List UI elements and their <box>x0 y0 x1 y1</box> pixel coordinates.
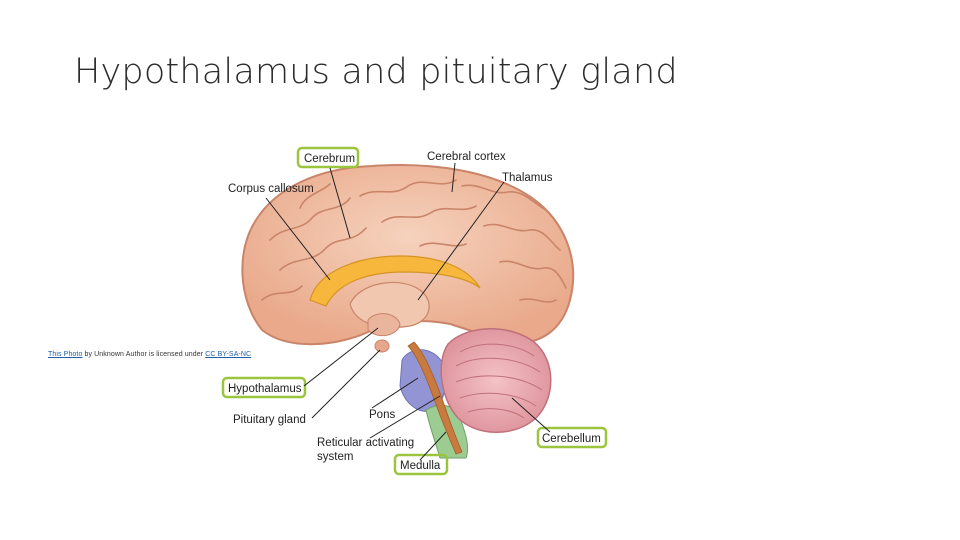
label-corpus-callosum: Corpus callosum <box>228 183 314 195</box>
label-reticular-line1: Reticular activating <box>317 437 414 449</box>
label-reticular-line2: system <box>317 451 353 463</box>
pituitary-shape <box>374 339 390 353</box>
label-pituitary-gland: Pituitary gland <box>233 414 306 426</box>
corpus-callosum-shape <box>309 255 481 307</box>
medulla-label-frame <box>393 453 449 476</box>
label-cerebral-cortex: Cerebral cortex <box>427 151 506 163</box>
credit-text: by Unknown Author is licensed under <box>82 351 206 358</box>
label-cerebrum: Cerebrum <box>304 153 355 165</box>
cerebellum-folia <box>455 343 543 419</box>
label-medulla: Medulla <box>400 460 441 472</box>
credit-photo-link[interactable]: This Photo <box>48 351 83 358</box>
label-hypothalamus: Hypothalamus <box>228 383 302 395</box>
credit-license-link[interactable]: CC BY-SA-NC <box>205 351 252 358</box>
cerebrum-gyri <box>261 179 567 303</box>
label-pons: Pons <box>369 409 395 421</box>
reticular-system-shape <box>407 341 463 455</box>
cerebellum-shape <box>440 328 552 433</box>
cerebellum-label-frame <box>536 426 608 449</box>
cerebrum-label-frame <box>296 146 360 169</box>
slide-title: Hypothalamus and pituitary gland <box>74 52 678 92</box>
photo-credit: This Photo by Unknown Author is licensed… <box>48 351 251 358</box>
label-thalamus: Thalamus <box>502 172 553 184</box>
label-cerebellum: Cerebellum <box>542 433 601 445</box>
hypothalamus-label-frame <box>221 376 307 399</box>
leader-lines <box>265 162 551 461</box>
